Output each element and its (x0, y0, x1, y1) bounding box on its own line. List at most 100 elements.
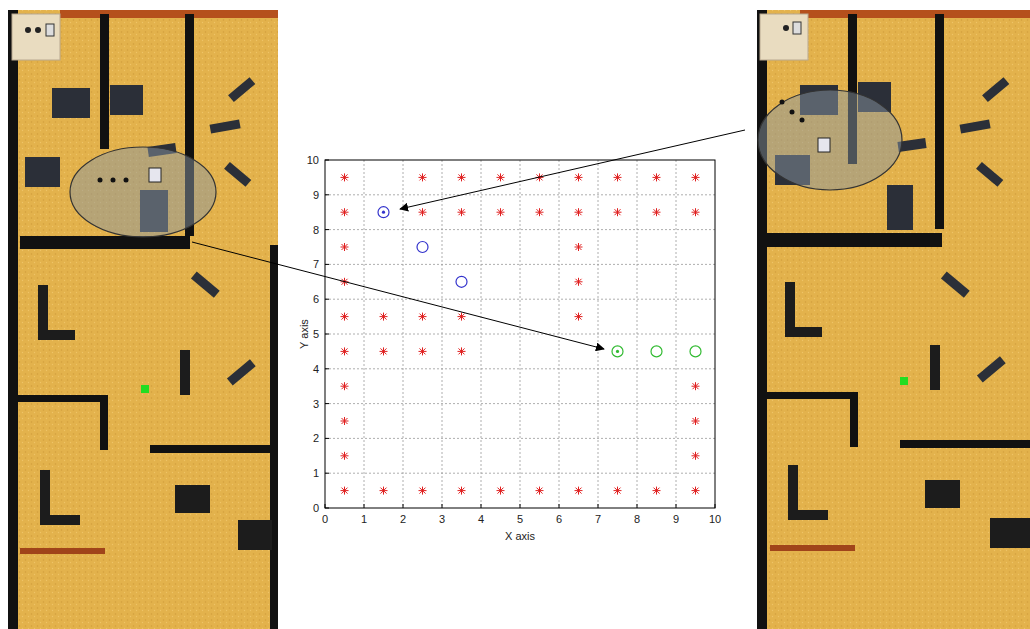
obstacle-marker (342, 488, 348, 494)
tick-mark (403, 504, 404, 508)
obstacle-marker (419, 487, 427, 495)
obstacle-marker (342, 383, 348, 389)
obstacle-marker (498, 209, 504, 215)
wall (900, 440, 1030, 448)
obstacle-marker (575, 173, 583, 181)
tick-mark (325, 368, 329, 369)
obstacle-marker (420, 314, 426, 320)
left-map (8, 10, 278, 629)
obstacle-marker (692, 452, 700, 460)
wall (100, 395, 108, 450)
obstacle-marker (459, 488, 465, 494)
obstacle-marker (380, 487, 388, 495)
obstacle-marker (576, 209, 582, 215)
obstacle-marker (341, 313, 349, 321)
plot-area (325, 160, 715, 508)
obstacle-marker (459, 174, 465, 180)
right-map (757, 10, 1030, 629)
obstacle-marker (692, 173, 700, 181)
obstacle-marker (693, 383, 699, 389)
robot-trail (790, 110, 795, 115)
obstacle-marker (576, 174, 582, 180)
grid-line (325, 438, 715, 439)
obstacle-marker (693, 383, 699, 389)
obstacle-marker (654, 174, 660, 180)
obstacle (227, 359, 256, 385)
goal-marker (900, 377, 908, 385)
obstacle-marker (693, 209, 699, 215)
path-marker (417, 242, 428, 253)
obstacle-marker (575, 208, 583, 216)
obstacle-marker (341, 208, 349, 216)
obstacle-marker (498, 209, 504, 215)
obstacle (990, 518, 1030, 548)
obstacle (941, 272, 970, 298)
obstacle-marker (381, 348, 387, 354)
obstacle-marker (575, 313, 583, 321)
obstacle-marker (342, 453, 348, 459)
wall (935, 14, 944, 229)
obstacle-marker (537, 209, 543, 215)
obstacle-marker (693, 418, 699, 424)
obstacle (960, 119, 991, 133)
obstacle-marker (653, 208, 661, 216)
obstacle-marker (342, 383, 348, 389)
obstacle-marker (615, 488, 621, 494)
obstacle-marker (497, 173, 505, 181)
obstacle-marker (497, 487, 505, 495)
obstacle (191, 272, 220, 298)
tick-mark (676, 504, 677, 508)
grid-line (676, 160, 677, 508)
obstacle-marker (420, 348, 426, 354)
obstacle-marker (537, 488, 543, 494)
obstacle-marker (576, 314, 582, 320)
obstacle (887, 185, 913, 230)
obstacle-marker (420, 488, 426, 494)
highlight-ellipse (70, 147, 216, 237)
tick-mark (325, 473, 329, 474)
grid-line (325, 299, 715, 300)
tick-label: 10 (708, 513, 722, 526)
obstacle (976, 162, 1003, 187)
goal-marker (141, 385, 149, 393)
obstacle-marker (419, 173, 427, 181)
obstacle-marker (341, 452, 349, 460)
obstacle-marker (654, 209, 660, 215)
tick-label: 6 (312, 293, 320, 306)
obstacle-marker (615, 209, 621, 215)
obstacle-marker (692, 417, 700, 425)
grid-line (325, 194, 715, 195)
tick-label: 0 (321, 513, 329, 526)
tick-mark (325, 229, 329, 230)
obstacle-marker (458, 208, 466, 216)
obstacle (925, 480, 960, 508)
obstacle-marker (342, 453, 348, 459)
obstacle (25, 157, 60, 187)
obstacle-marker (342, 314, 348, 320)
tick-label: 2 (312, 432, 320, 445)
obstacle-marker (381, 348, 387, 354)
obstacle-marker (692, 487, 700, 495)
obstacle-marker (381, 314, 387, 320)
obstacle (238, 520, 272, 550)
obstacle-marker (536, 208, 544, 216)
axis-title: Y axis (298, 318, 311, 350)
robot-trail (124, 178, 129, 183)
obstacle-marker (693, 453, 699, 459)
tick-mark (325, 403, 329, 404)
obstacle-marker (458, 173, 466, 181)
map-border (770, 545, 855, 551)
wall (8, 10, 18, 629)
obstacle-marker (381, 314, 387, 320)
obstacle-marker (459, 174, 465, 180)
obstacle-marker (420, 174, 426, 180)
tick-mark (325, 438, 329, 439)
tick-mark (325, 264, 329, 265)
wall (18, 395, 108, 402)
tick-mark (364, 504, 365, 508)
obstacle-marker (380, 313, 388, 321)
obstacle (228, 77, 255, 102)
obstacle-marker (575, 487, 583, 495)
obstacle-marker (420, 209, 426, 215)
tick-label: 1 (360, 513, 368, 526)
